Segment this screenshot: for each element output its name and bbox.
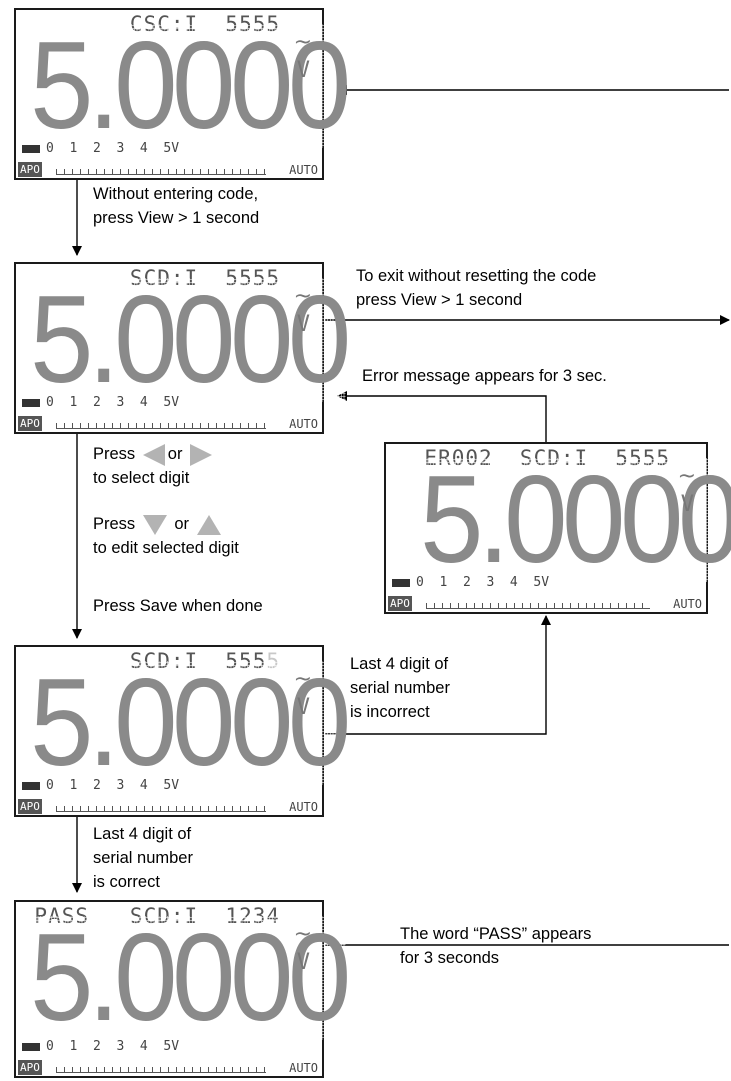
display-reading: 5.0000 [30,271,351,409]
unit-label: V [296,695,310,720]
unit-label: V [296,950,310,975]
auto-indicator: AUTO [289,417,318,431]
bargraph-scale: 0 1 2 3 4 5V [22,778,179,793]
lcd-display-error: ER002 SCD:I 5555 5.0000 ~ V 0 1 2 3 4 5V… [384,442,731,614]
bargraph-scale: 0 1 2 3 4 5V [22,395,179,410]
ac-symbol: ~ [293,667,312,692]
apo-indicator: APO [18,1060,42,1075]
display-reading: 5.0000 [30,909,351,1047]
label-error-message: Error message appears for 3 sec. [362,367,607,385]
auto-indicator: AUTO [673,597,702,611]
bargraph-ticks [56,162,266,175]
unit-label: V [296,58,310,83]
lcd-display-scd: SCD:I 5555 5.0000 ~ V 0 1 2 3 4 5V APO A… [14,262,351,434]
lcd-display-csc: CSC:I 5555 5.0000 ~ V 0 1 2 3 4 5V APO A… [14,8,351,180]
ac-symbol: ~ [293,30,312,55]
right-arrow-icon [190,443,213,466]
unit-label: V [296,312,310,337]
label-exit-without-reset: To exit without resetting the code press… [356,267,597,309]
bargraph: APO AUTO [16,1058,322,1076]
bargraph: APO AUTO [16,797,322,815]
bargraph-ticks [56,1060,266,1073]
apo-indicator: APO [388,596,412,611]
display-reading: 5.0000 [30,654,351,792]
bargraph-ticks [56,799,266,812]
auto-indicator: AUTO [289,163,318,177]
ac-symbol: ~ [293,922,312,947]
ac-symbol: ~ [677,464,696,489]
display-reading: 5.0000 [420,458,731,582]
bargraph-ticks [426,596,650,609]
arrow-display4-to-error [325,615,551,735]
bargraph: APO AUTO [16,160,322,178]
label-serial-correct: Last 4 digit of serial number is correct [93,825,193,891]
lcd-display-scd-edit: SCD:I 5555 5.0000 ~ V 0 1 2 3 4 5V APO A… [14,645,351,817]
left-arrow-icon [142,443,165,466]
label-pass-appears: The word “PASS” appears for 3 seconds [400,925,592,967]
down-arrow-icon [142,514,167,535]
bargraph: APO AUTO [386,594,706,612]
auto-indicator: AUTO [289,800,318,814]
bargraph-scale: 0 1 2 3 4 5V [22,141,179,156]
apo-indicator: APO [18,416,42,431]
apo-indicator: APO [18,162,42,177]
bargraph-ticks [56,416,266,429]
bargraph: APO AUTO [16,414,322,432]
label-serial-incorrect: Last 4 digit of serial number is incorre… [350,655,450,721]
auto-indicator: AUTO [289,1061,318,1075]
bargraph-scale: 0 1 2 3 4 5V [392,575,549,590]
battery-icon [22,398,40,407]
arrow-error-to-display2 [337,391,547,442]
battery-icon [22,1042,40,1051]
apo-indicator: APO [18,799,42,814]
unit-label: V [680,492,694,517]
label-press-save: Press Save when done [93,597,263,615]
label-select-digit: Press or to select digit [93,442,215,490]
battery-icon [22,144,40,153]
bargraph-scale: 0 1 2 3 4 5V [22,1039,179,1054]
label-without-entering-code: Without entering code, press View > 1 se… [93,185,260,227]
ac-symbol: ~ [293,284,312,309]
battery-icon [22,781,40,790]
label-edit-digit: Press or to edit selected digit [93,514,239,557]
battery-icon [392,578,410,587]
up-arrow-icon [196,514,221,535]
display-reading: 5.0000 [30,17,351,155]
